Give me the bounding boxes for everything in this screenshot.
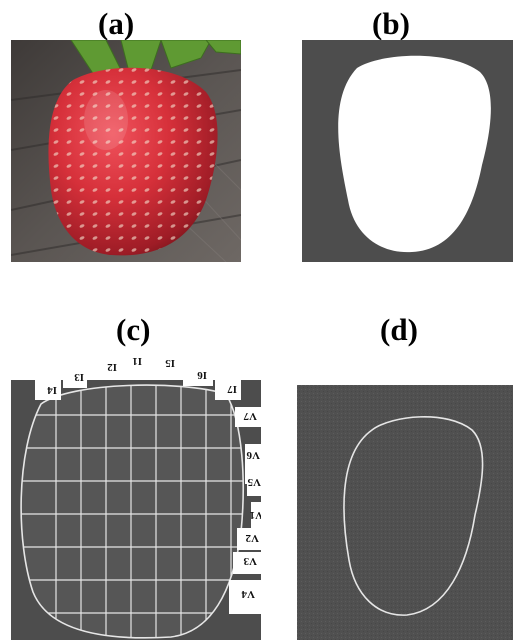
tag-top: I6 [197,369,207,381]
tag-right: V2 [245,532,259,544]
tag-right: V7 [243,410,257,422]
tag-top: I1 [132,355,142,367]
panel-label-a: (a) [98,8,134,39]
panel-label-d: (d) [380,314,418,345]
binary-mask [302,40,513,262]
tag-right: V5 [247,476,261,488]
tag-top: I2 [107,361,117,373]
tag-right: V1 [250,509,261,521]
tag-top: I7 [227,383,237,395]
tag-top: I4 [47,384,57,396]
tag-top: I5 [165,357,175,369]
tag-right: V6 [246,449,260,461]
tag-right: V3 [243,555,257,567]
tag-top: I3 [74,371,84,383]
panel-label-c: (c) [116,314,150,345]
tag-right: V4 [241,588,255,600]
strawberry-photo [11,40,241,262]
panel-label-b: (b) [372,8,410,39]
grid-segmentation: I4 I3 I2 I1 I5 I6 I7 V7 V6 V5 V1 [11,352,261,640]
contour-outline [297,385,513,640]
